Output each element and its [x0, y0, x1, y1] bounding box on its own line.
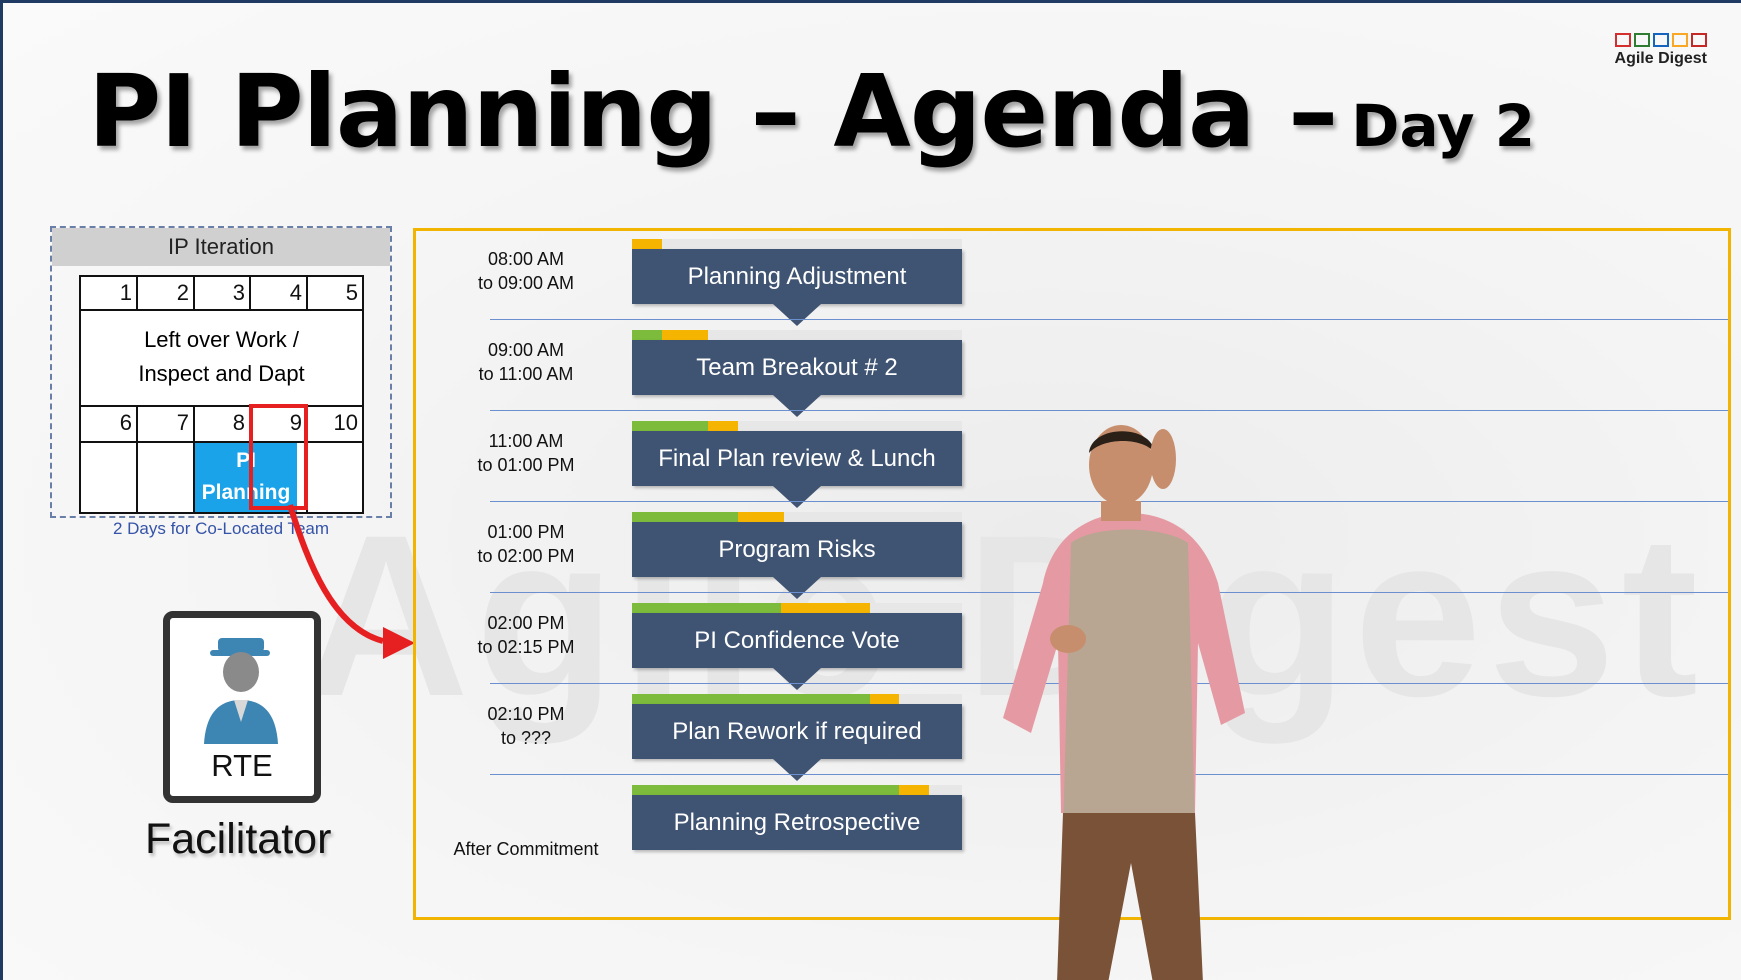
- agenda-item: Program Risks: [632, 522, 962, 577]
- person-icon: [204, 638, 278, 744]
- agenda-item: Team Breakout # 2: [632, 340, 962, 395]
- progress-current: [780, 603, 870, 613]
- empty-cell: [81, 443, 138, 512]
- flow-arrow-icon: [773, 486, 821, 508]
- title-sub: Day 2: [1351, 92, 1536, 160]
- agenda-item: Planning Adjustment: [632, 249, 962, 304]
- logo-square: [1652, 33, 1669, 47]
- page-title: PI Planning – Agenda –Day 2: [88, 53, 1535, 170]
- progress-elapsed: [632, 330, 662, 340]
- progress-current: [707, 421, 738, 431]
- ip-iteration-panel: IP Iteration 1 2 3 4 5 Left over Work / …: [50, 226, 392, 518]
- agile-digest-logo: Agile Digest: [1615, 33, 1707, 68]
- agenda-time: After Commitment: [453, 839, 599, 859]
- flow-arrow-icon: [773, 395, 821, 417]
- progress-elapsed: [632, 785, 900, 795]
- logo-text: Agile Digest: [1614, 50, 1707, 67]
- day-cell: 10: [308, 407, 362, 443]
- agenda-progress-bar: [632, 785, 962, 795]
- day-cell: 7: [138, 407, 195, 443]
- progress-elapsed: [632, 421, 708, 431]
- pi-planning-cell: PI Planning: [195, 443, 297, 512]
- agenda-item: Final Plan review & Lunch: [632, 431, 962, 486]
- progress-elapsed: [632, 603, 781, 613]
- ip-caption: 2 Days for Co-Located Team: [112, 519, 330, 538]
- day-9-highlight: [249, 404, 308, 510]
- day-cell: 2: [138, 277, 195, 311]
- progress-current: [869, 694, 900, 704]
- agenda-progress-bar: [632, 330, 962, 340]
- flow-arrow-icon: [773, 759, 821, 781]
- agenda-item: PI Confidence Vote: [632, 613, 962, 668]
- agenda-item: Planning Retrospective: [632, 795, 962, 850]
- rte-card: RTE: [163, 611, 321, 803]
- day-cell: 3: [195, 277, 251, 311]
- agenda-progress-bar: [632, 239, 962, 249]
- agenda-progress-bar: [632, 421, 962, 431]
- row-divider: [490, 410, 1728, 411]
- progress-elapsed: [632, 512, 738, 522]
- agenda-progress-bar: [632, 512, 962, 522]
- title-main: PI Planning – Agenda –: [88, 53, 1338, 170]
- flow-arrow-icon: [773, 577, 821, 599]
- presenter-image: [1003, 425, 1245, 980]
- logo-square: [1690, 33, 1707, 47]
- day-cell: 6: [81, 407, 138, 443]
- progress-elapsed: [632, 694, 870, 704]
- day-cell: 1: [81, 277, 138, 311]
- row-divider: [490, 319, 1728, 320]
- agenda-item: Plan Rework if required: [632, 704, 962, 759]
- rte-label: RTE: [211, 748, 273, 783]
- watermark: Agile Digest: [303, 487, 1705, 744]
- iteration-calendar: 1 2 3 4 5 Left over Work / Inspect and D…: [79, 275, 364, 514]
- progress-current: [632, 239, 662, 249]
- flow-arrow-icon: [773, 304, 821, 326]
- flow-arrow-icon: [773, 668, 821, 690]
- ip-iteration-header: IP Iteration: [52, 228, 390, 266]
- agenda-progress-bar: [632, 694, 962, 704]
- facilitator-label: Facilitator: [145, 815, 332, 863]
- progress-current: [899, 785, 929, 795]
- pointer-arrow-icon: [287, 504, 415, 659]
- progress-current: [661, 330, 708, 340]
- day-cell: 5: [308, 277, 362, 311]
- day-cell: 4: [251, 277, 308, 311]
- progress-current: [737, 512, 784, 522]
- logo-squares-icon: [1614, 33, 1707, 47]
- logo-square: [1614, 33, 1631, 47]
- logo-square: [1633, 33, 1650, 47]
- leftover-work-text: Left over Work / Inspect and Dapt: [81, 311, 362, 407]
- empty-cell: [138, 443, 195, 512]
- agenda-progress-bar: [632, 603, 962, 613]
- logo-square: [1671, 33, 1688, 47]
